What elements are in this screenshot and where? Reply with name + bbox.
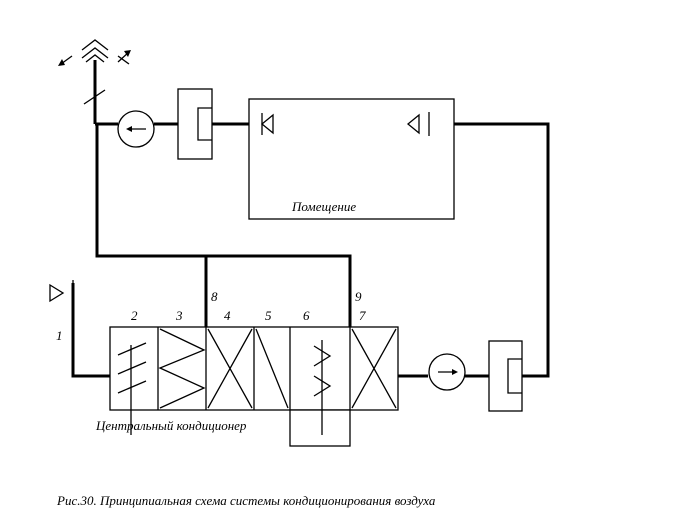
exhaust-filter-unit-icon: [177, 88, 213, 160]
exhaust-fan-icon: [117, 110, 155, 148]
label-3: 3: [175, 308, 183, 323]
room-label: Помещение: [291, 199, 356, 214]
section-7-reheater-icon: [351, 328, 397, 409]
intake-grille-icon: [49, 280, 74, 306]
label-6: 6: [303, 308, 310, 323]
label-2: 2: [131, 308, 138, 323]
section-2-damper-icon: [117, 342, 147, 435]
label-9: 9: [355, 289, 362, 304]
supply-filter-unit-icon: [488, 340, 523, 412]
return-riser-duct: [95, 124, 352, 327]
section-5-cooler-icon: [255, 328, 289, 409]
label-1: 1: [56, 328, 63, 343]
figure-caption: Рис.30. Принципиальная схема системы кон…: [56, 493, 436, 508]
label-7: 7: [359, 308, 366, 323]
section-4-heater-icon: [207, 328, 253, 409]
conditioner-label: Центральный кондиционер: [95, 418, 247, 433]
central-air-conditioner: [109, 326, 399, 447]
label-5: 5: [265, 308, 272, 323]
room-exhaust-grille-icon: [260, 113, 274, 135]
section-3-filter-icon: [158, 328, 206, 409]
supply-duct-right: [432, 122, 550, 378]
duct-network: [71, 60, 550, 378]
exhaust-damper-icon: [83, 89, 106, 105]
outdoor-intake-duct: [71, 283, 110, 378]
label-4: 4: [224, 308, 231, 323]
supply-fan-icon: [428, 353, 466, 391]
room-supply-grille-icon: [406, 113, 420, 135]
label-8: 8: [211, 289, 218, 304]
section-6-humidifier-icon: [289, 340, 351, 447]
exhaust-outlet-icon: [58, 39, 131, 105]
room-box: Помещение: [248, 98, 455, 220]
